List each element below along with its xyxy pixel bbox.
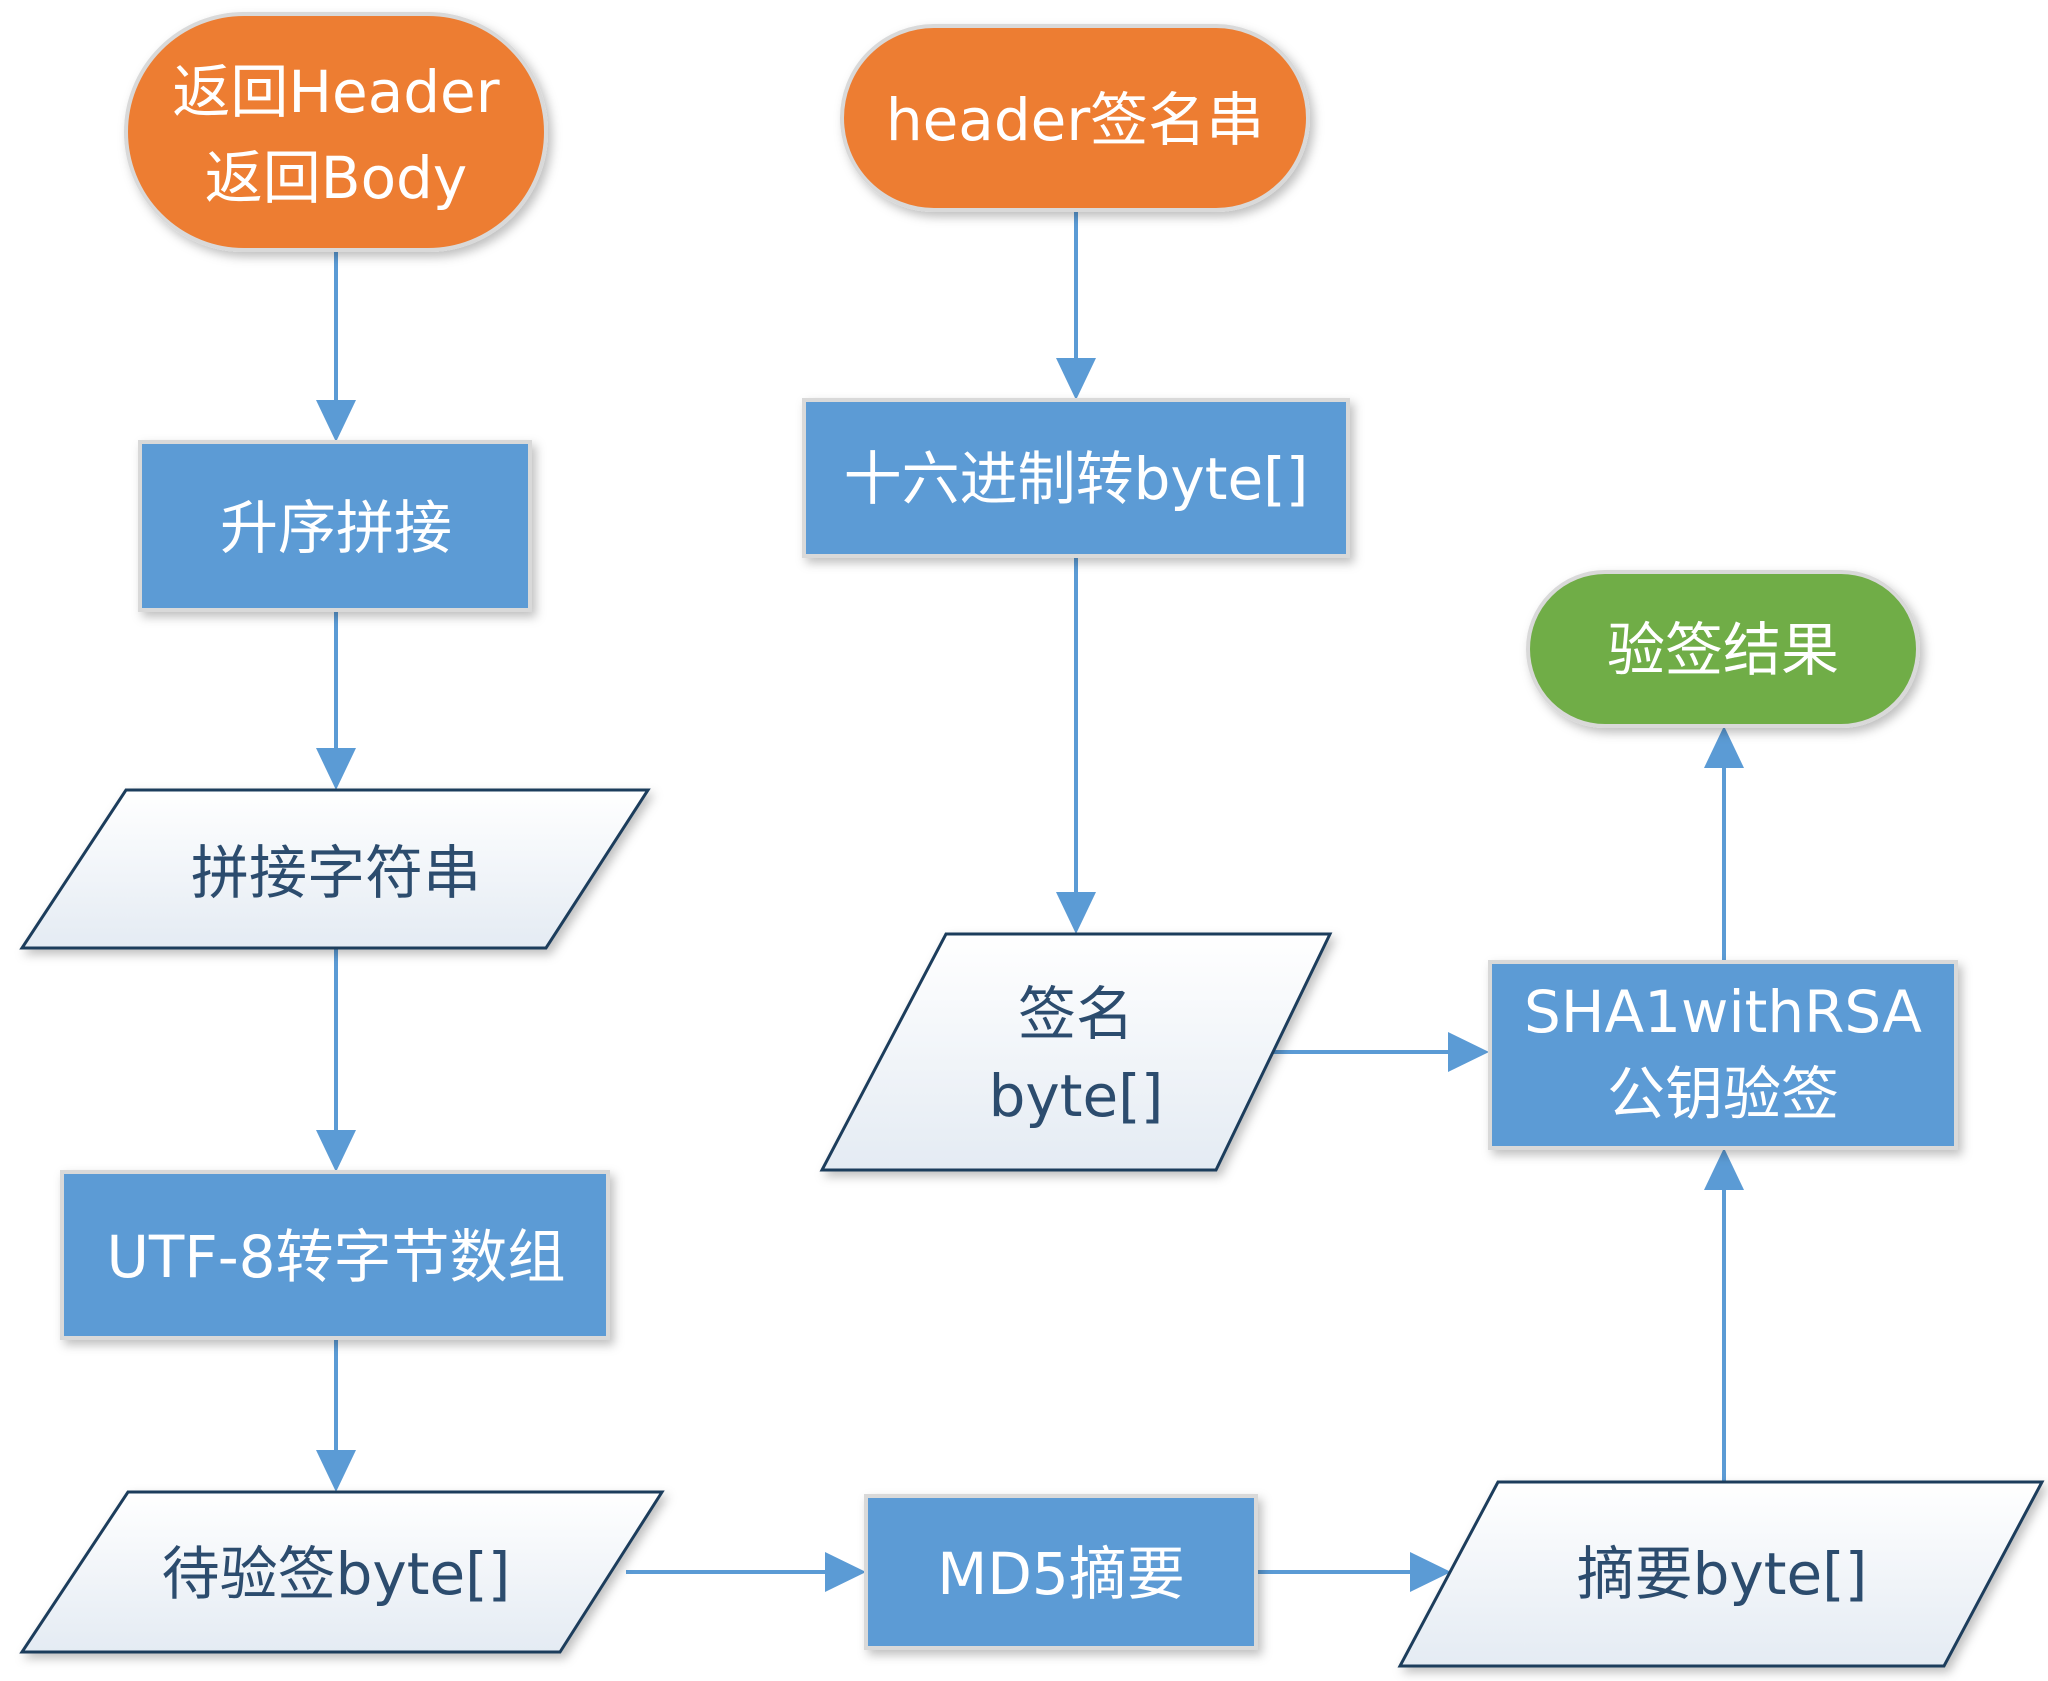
- arrowhead-signature-to-rsa: [1448, 1032, 1489, 1072]
- pending-bytes-label: 待验签byte[]: [162, 1540, 511, 1608]
- node-digest-bytes: 摘要byte[]: [1397, 1480, 2045, 1668]
- arrowhead-digest-to-rsa: [1704, 1148, 1744, 1190]
- node-start-left: 返回Header 返回Body: [124, 12, 548, 252]
- node-concat-string: 拼接字符串: [19, 788, 651, 950]
- verify-result-label: 验签结果: [1607, 616, 1839, 684]
- arrowhead-hex-to-signature: [1056, 892, 1096, 934]
- start-right-label: header签名串: [886, 86, 1264, 154]
- arrowhead-concat-string-to-utf8: [316, 1130, 356, 1172]
- terminator-shape: [840, 24, 1310, 212]
- arrowhead-sort-to-concat-string: [316, 748, 356, 790]
- arrowhead-utf8-to-pending: [316, 1450, 356, 1492]
- node-rsa-verify: SHA1withRSA 公钥验签: [1488, 960, 1958, 1150]
- start-left-line1: 返回Header: [172, 58, 499, 126]
- terminator-shape: [1526, 570, 1920, 728]
- arrowhead-start-to-sort: [316, 400, 356, 442]
- connectors: [316, 210, 1744, 1592]
- utf8-bytes-label: UTF-8转字节数组: [106, 1223, 565, 1291]
- node-utf8-bytes: UTF-8转字节数组: [60, 1170, 610, 1340]
- node-pending-bytes: 待验签byte[]: [19, 1490, 665, 1654]
- digest-bytes-label: 摘要byte[]: [1577, 1540, 1868, 1608]
- signature-bytes-line1: 签名: [1018, 980, 1134, 1048]
- terminator-shape: [124, 12, 548, 252]
- md5-digest-label: MD5摘要: [937, 1540, 1185, 1608]
- node-md5-digest: MD5摘要: [864, 1494, 1258, 1650]
- node-verify-result: 验签结果: [1526, 570, 1920, 728]
- signature-bytes-line2: byte[]: [989, 1062, 1164, 1130]
- data-shape: [819, 932, 1333, 1172]
- node-hex-to-bytes: 十六进制转byte[]: [802, 398, 1350, 558]
- process-shape: [60, 1170, 610, 1340]
- rsa-verify-line2: 公钥验签: [1607, 1060, 1839, 1128]
- concat-string-label: 拼接字符串: [191, 839, 481, 907]
- data-shape: [19, 1490, 665, 1654]
- node-start-right: header签名串: [840, 24, 1310, 212]
- process-shape: [802, 398, 1350, 558]
- rsa-verify-line1: SHA1withRSA: [1524, 978, 1922, 1046]
- process-shape: [138, 440, 532, 612]
- process-shape: [1488, 960, 1958, 1150]
- arrowhead-pending-to-md5: [825, 1552, 866, 1592]
- data-shape: [1397, 1480, 2045, 1668]
- data-shape: [19, 788, 651, 950]
- arrowhead-md5-to-digest: [1410, 1552, 1451, 1592]
- arrowhead-rsa-to-result: [1704, 726, 1744, 768]
- hex-to-bytes-label: 十六进制转byte[]: [844, 445, 1309, 513]
- node-sort-concat: 升序拼接: [138, 440, 532, 612]
- start-left-line2: 返回Body: [205, 144, 467, 212]
- arrowhead-header-sign-to-hex: [1056, 358, 1096, 400]
- process-shape: [864, 1494, 1258, 1650]
- node-signature-bytes: 签名 byte[]: [819, 932, 1333, 1172]
- sort-concat-label: 升序拼接: [220, 494, 452, 562]
